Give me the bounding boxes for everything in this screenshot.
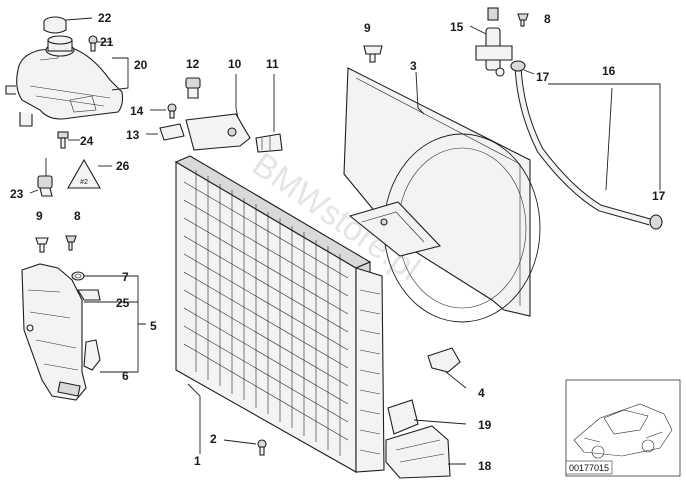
callout-20: 20 [134,58,148,72]
bolt-14 [150,103,177,119]
screw-8-top [517,13,529,27]
bolt-24 [57,131,80,149]
rubber-mount-12 [185,77,201,99]
callout-2: 2 [210,432,217,446]
callout-26: 26 [116,159,130,173]
callout-6: 6 [122,369,129,383]
callout-12: 12 [186,57,200,71]
callout-14: 14 [130,104,144,118]
radiator [174,155,385,473]
thermostat-housing [469,7,513,77]
callout-5: 5 [150,319,157,333]
leader-3 [415,71,425,115]
fan-shroud [343,67,541,323]
clip-9-left [35,237,49,253]
radiator-screw-2 [223,439,267,456]
callout-19: 19 [478,418,492,432]
callout-17-top: 17 [536,70,550,84]
callout-10: 10 [228,57,242,71]
tank-cap [43,16,93,34]
callout-3: 3 [410,59,417,73]
callout-24: 24 [80,134,94,148]
side-trim-panel [21,263,87,401]
bracket-6 [83,339,118,373]
callout-17-bottom: 17 [652,189,666,203]
callout-8-top: 8 [544,12,551,26]
clip-11 [255,74,283,153]
callout-7: 7 [122,270,129,284]
screw-8-left [65,235,77,251]
coolant-hose [510,60,663,230]
callout-4: 4 [478,386,485,400]
air-guide-19 [387,399,467,435]
callout-8-left: 8 [74,209,81,223]
callout-13: 13 [126,128,140,142]
clip-9-top [363,45,383,63]
callout-9-top: 9 [364,21,371,35]
clip-25 [77,289,112,303]
tank-screw [88,35,112,52]
leader-20 [111,57,129,91]
callout-21: 21 [100,35,114,49]
callout-15: 15 [450,20,464,34]
air-guide-18 [385,425,466,479]
callout-numbers: 22 21 20 24 26 23 9 8 7 25 5 6 12 10 11 … [10,11,666,473]
callout-1: 1 [194,454,201,468]
bracket-13 [146,123,185,141]
callout-16: 16 [602,64,616,78]
warning-label-text: #2 [80,179,88,186]
warning-label: #2 [67,158,112,189]
callout-18: 18 [478,459,492,473]
mount-bracket-10 [185,74,251,151]
leader-1 [187,383,201,454]
diagram-code: 00177015 [569,463,609,473]
grommet-7 [71,271,118,281]
level-sensor [29,158,53,197]
callout-23: 23 [10,187,24,201]
callout-22: 22 [98,11,112,25]
bracket-4 [427,347,467,389]
callout-11: 11 [266,57,279,71]
callout-9-left: 9 [36,209,43,223]
vehicle-thumbnail: 00177015 [565,379,681,477]
expansion-tank [5,35,124,127]
callout-25: 25 [116,296,130,310]
leader-5 [84,275,146,373]
